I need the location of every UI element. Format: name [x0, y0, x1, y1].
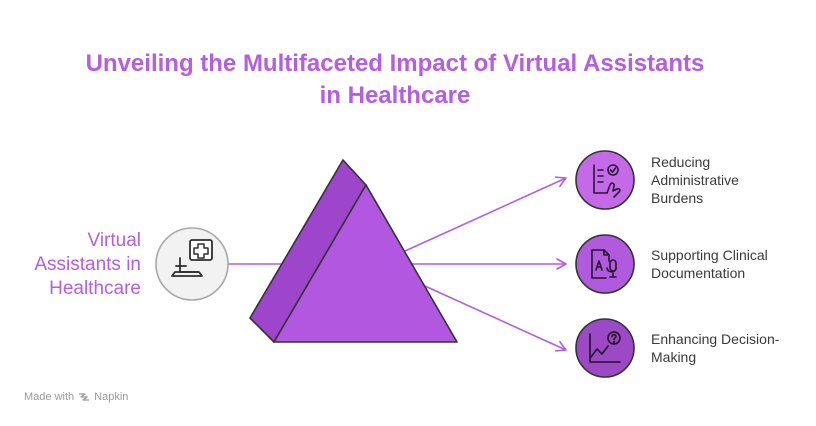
output-label-1-line-2: Administrative	[651, 172, 739, 188]
output-node-1	[575, 150, 635, 210]
checklist-hand-icon	[593, 164, 621, 198]
title-line-1: Unveiling the Multifaceted Impact of Vir…	[85, 50, 705, 77]
output-label-1-line-3: Burdens	[651, 190, 704, 206]
source-label: Virtual Assistants in Healthcare	[34, 229, 141, 301]
page-title: Unveiling the Multifaceted Impact of Vir…	[0, 48, 790, 112]
footer-watermark: Made with Napkin	[24, 391, 128, 403]
output-label-3-line-2: Making	[651, 349, 697, 365]
output-label-3: Enhancing Decision- Making	[651, 330, 779, 366]
source-node	[155, 227, 229, 301]
source-label-line-1: Virtual	[87, 230, 141, 251]
laptop-medical-icon	[171, 239, 213, 277]
title-line-2: in Healthcare	[319, 82, 471, 109]
napkin-logo-icon	[79, 393, 90, 401]
made-with-text: Made with	[24, 391, 75, 403]
output-node-3	[575, 318, 635, 378]
output-label-2-line-1: Supporting Clinical	[651, 247, 768, 263]
output-label-2-line-2: Documentation	[651, 265, 746, 281]
prism-front-face	[273, 184, 458, 343]
output-label-3-line-1: Enhancing Decision-	[651, 331, 780, 347]
output-label-2: Supporting Clinical Documentation	[651, 246, 768, 282]
source-label-line-3: Healthcare	[49, 278, 141, 299]
document-microphone-icon	[591, 249, 617, 279]
output-node-2	[575, 234, 635, 294]
output-label-1: Reducing Administrative Burdens	[651, 153, 739, 207]
output-arrow-3	[404, 276, 567, 352]
source-label-line-2: Assistants in	[34, 254, 141, 275]
chart-question-icon	[589, 331, 621, 363]
prism	[249, 159, 458, 343]
output-label-1-line-1: Reducing	[651, 154, 711, 170]
output-arrow-1	[404, 176, 567, 252]
napkin-brand-text: Napkin	[94, 391, 129, 403]
